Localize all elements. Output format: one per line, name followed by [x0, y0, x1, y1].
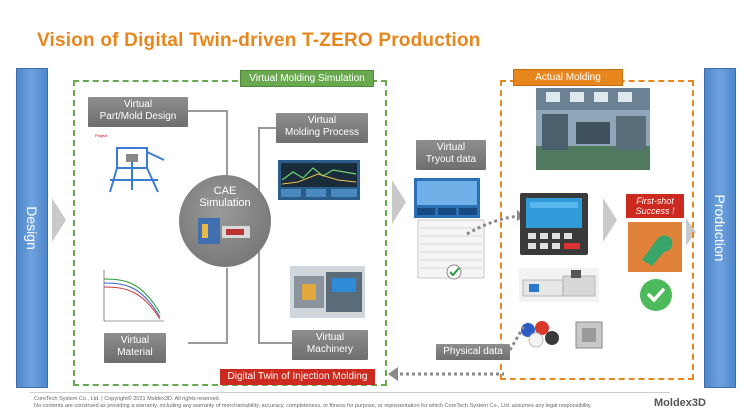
- arrow-right-icon: [603, 198, 617, 242]
- connector: [258, 342, 292, 344]
- machinery-illustration: [290, 266, 365, 318]
- molding-process-screen: [278, 160, 360, 200]
- production-label: Production: [712, 194, 728, 262]
- page-title: Vision of Digital Twin-driven T-ZERO Pro…: [37, 30, 481, 51]
- connector: [226, 110, 228, 180]
- factory-photo: [536, 88, 650, 170]
- material-chart-illustration: [92, 265, 168, 330]
- arrow-right-icon: [686, 218, 696, 246]
- physical-data-box: Physical data: [436, 344, 510, 360]
- machine-control-panel: [520, 193, 588, 255]
- mold-part-photo: [575, 321, 603, 349]
- first-shot-success-badge: First-shot Success !: [626, 194, 684, 218]
- connector: [188, 110, 228, 112]
- footer-disclaimer: No contents are construed as providing a…: [34, 403, 592, 409]
- connector: [258, 127, 276, 129]
- footer-divider: [30, 392, 670, 393]
- virtual-tryout-data-box: Virtual Tryout data: [416, 140, 486, 170]
- virtual-machinery-box: Virtual Machinery: [292, 330, 368, 360]
- design-label: Design: [24, 206, 40, 250]
- cae-model-illustration: [198, 218, 250, 244]
- footer-copyright: CoreTech System Co., Ltd. | Copyright© 2…: [34, 396, 221, 402]
- actual-molding-label: Actual Molding: [513, 69, 623, 86]
- physical-to-twin-arrow: [388, 367, 504, 381]
- physical-data-dots: [508, 325, 526, 351]
- virtual-part-mold-design-box: Virtual Part/Mold Design: [88, 97, 188, 127]
- virtual-molding-label: Virtual Molding Simulation: [240, 70, 374, 87]
- success-part-photo: [628, 222, 682, 272]
- digital-twin-label: Digital Twin of Injection Molding: [220, 369, 375, 385]
- connector: [226, 268, 228, 343]
- mold-design-illustration: Project: [92, 130, 182, 205]
- production-bar: Production: [704, 68, 736, 388]
- cae-simulation-circle: [179, 175, 271, 267]
- injection-machine-photo: [519, 268, 599, 302]
- success-check-icon: [640, 279, 672, 311]
- connector: [188, 342, 228, 344]
- svg-text:Project: Project: [95, 133, 108, 138]
- arrow-right-icon: [392, 180, 406, 224]
- virtual-material-box: Virtual Material: [104, 333, 166, 363]
- virtual-molding-region: [73, 80, 387, 386]
- tryout-data-illustration: [414, 178, 485, 280]
- virtual-molding-process-box: Virtual Molding Process: [276, 113, 368, 143]
- arrow-right-icon: [52, 198, 66, 242]
- design-bar: Design: [16, 68, 48, 388]
- molded-parts-photo: [521, 321, 559, 348]
- cae-simulation-label: CAE Simulation: [199, 185, 251, 209]
- moldex3d-logo: Moldex3D: [654, 397, 706, 409]
- tryout-to-machine-arrow: [466, 210, 525, 236]
